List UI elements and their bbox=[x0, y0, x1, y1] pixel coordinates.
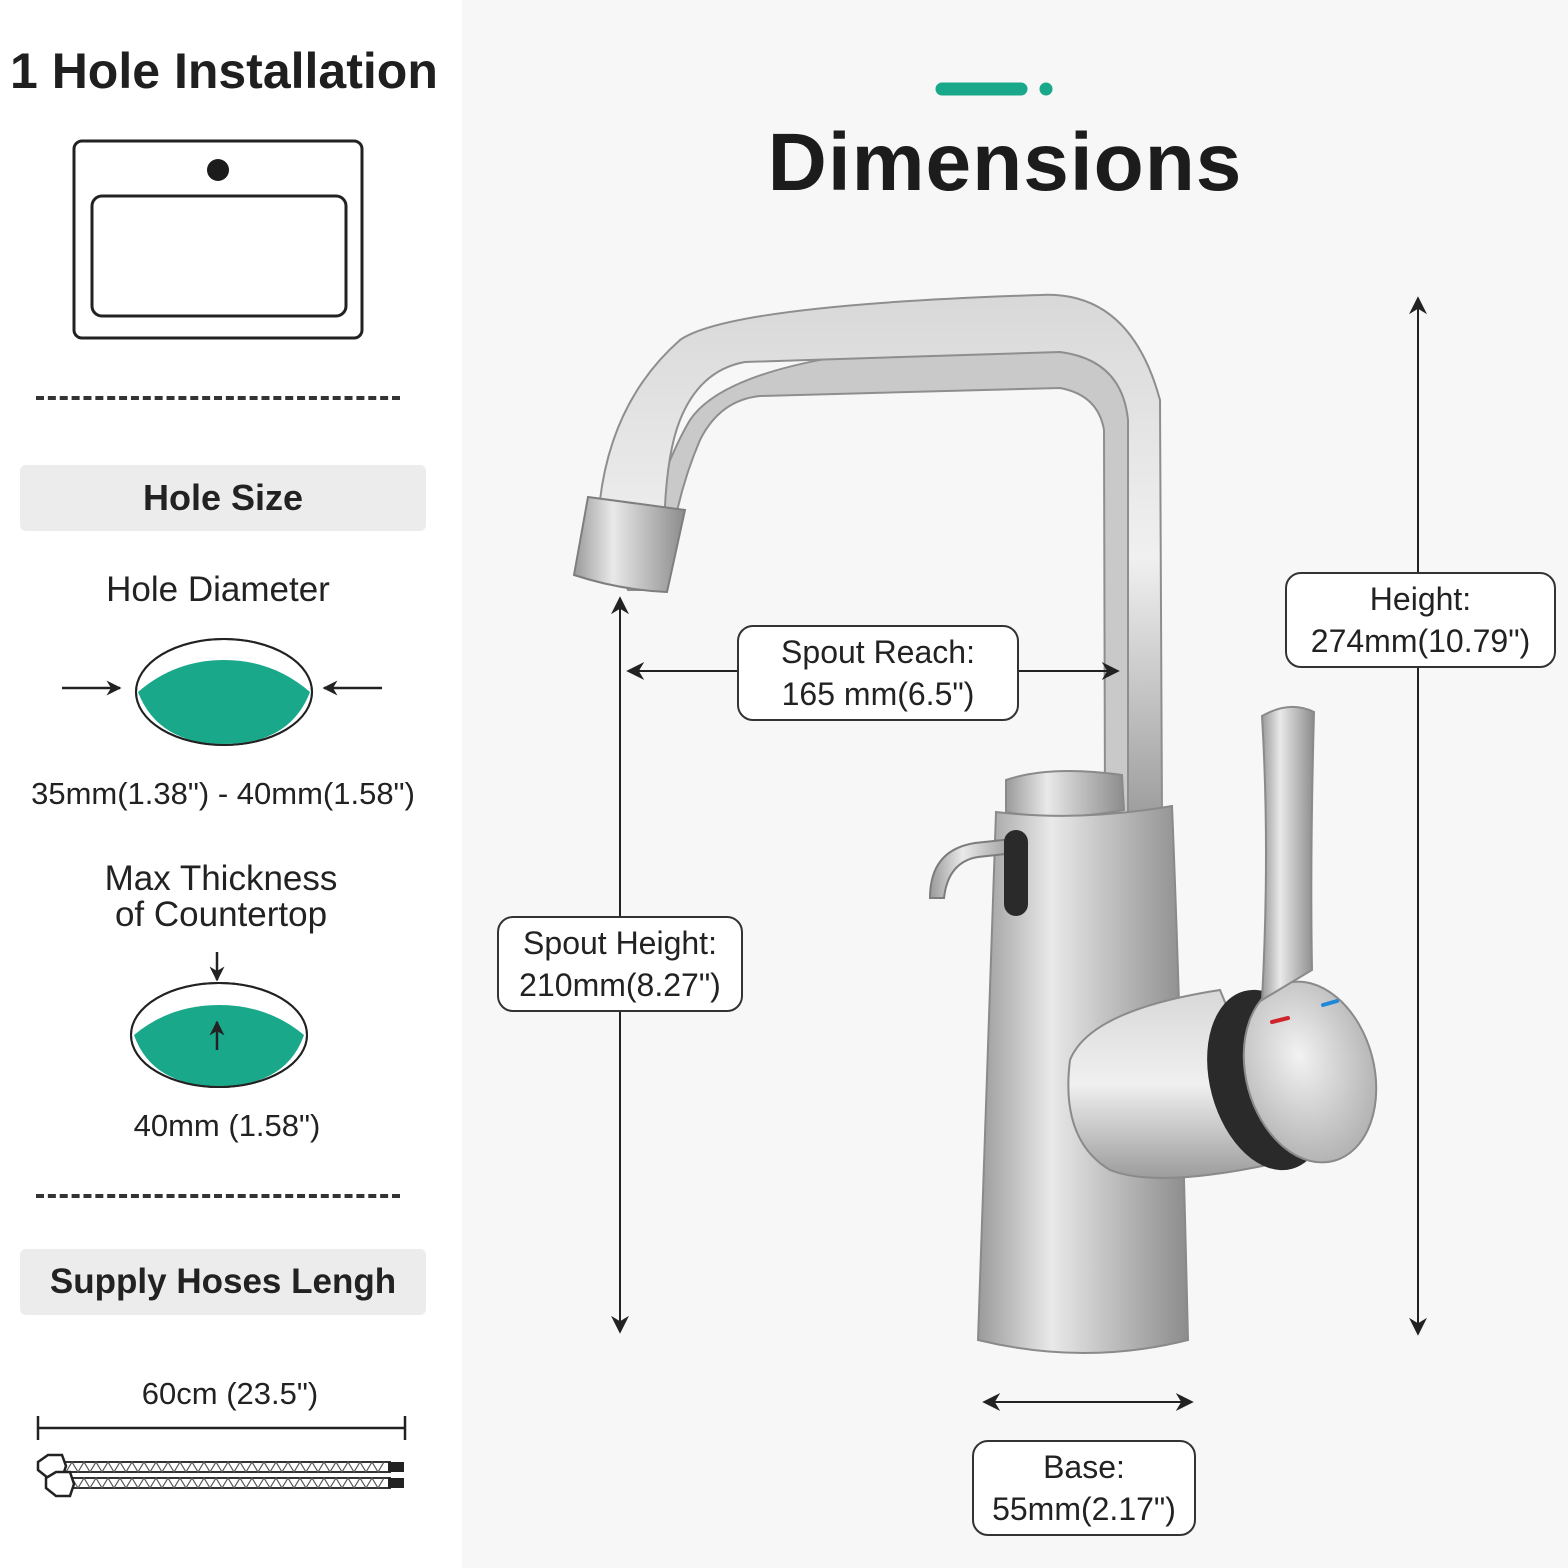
thickness-label: Max Thickness of Countertop bbox=[20, 861, 422, 933]
faucet-hole-dot bbox=[207, 159, 229, 181]
hole-diameter-label: Hole Diameter bbox=[106, 570, 330, 609]
supply-hose-diagram bbox=[36, 1416, 407, 1498]
thickness-value: 40mm (1.58") bbox=[133, 1108, 321, 1143]
supply-hoses-value: 60cm (23.5") bbox=[141, 1376, 319, 1411]
faucet-illustration bbox=[572, 293, 1378, 1354]
spout-height-value: 210mm(8.27") bbox=[519, 967, 721, 1003]
installation-title: 1 Hole Installation bbox=[10, 43, 438, 99]
height-value: 274mm(10.79") bbox=[1310, 623, 1531, 659]
spout-reach-callout: Spout Reach: 165 mm(6.5") bbox=[737, 625, 1019, 721]
divider bbox=[36, 396, 400, 400]
height-label: Height: bbox=[1369, 581, 1472, 617]
height-callout: Height: 274mm(10.79") bbox=[1285, 572, 1556, 668]
hole-size-heading: Hole Size bbox=[20, 465, 426, 531]
hot-indicator bbox=[1270, 1016, 1290, 1024]
divider bbox=[36, 1194, 400, 1198]
cold-indicator bbox=[1321, 999, 1339, 1007]
hole-diameter-value: 35mm(1.38") - 40mm(1.58") bbox=[31, 776, 415, 811]
hole-diameter-diagram bbox=[62, 638, 382, 746]
dimensions-title: Dimensions bbox=[767, 117, 1243, 208]
thickness-label-line2: of Countertop bbox=[114, 895, 328, 934]
thickness-label-line1: Max Thickness bbox=[104, 859, 338, 898]
supply-hoses-heading: Supply Hoses Lengh bbox=[20, 1249, 426, 1315]
base-callout: Base: 55mm(2.17") bbox=[972, 1440, 1196, 1536]
sink-diagram bbox=[72, 139, 364, 340]
spout-reach-value: 165 mm(6.5") bbox=[781, 676, 975, 712]
thickness-diagram bbox=[130, 952, 308, 1088]
title-accent bbox=[935, 82, 1053, 96]
spout-reach-label: Spout Reach: bbox=[781, 634, 975, 670]
spout-height-callout: Spout Height: 210mm(8.27") bbox=[497, 916, 743, 1012]
spout-height-label: Spout Height: bbox=[523, 925, 717, 961]
base-value: 55mm(2.17") bbox=[992, 1491, 1176, 1527]
base-label: Base: bbox=[1043, 1449, 1125, 1485]
